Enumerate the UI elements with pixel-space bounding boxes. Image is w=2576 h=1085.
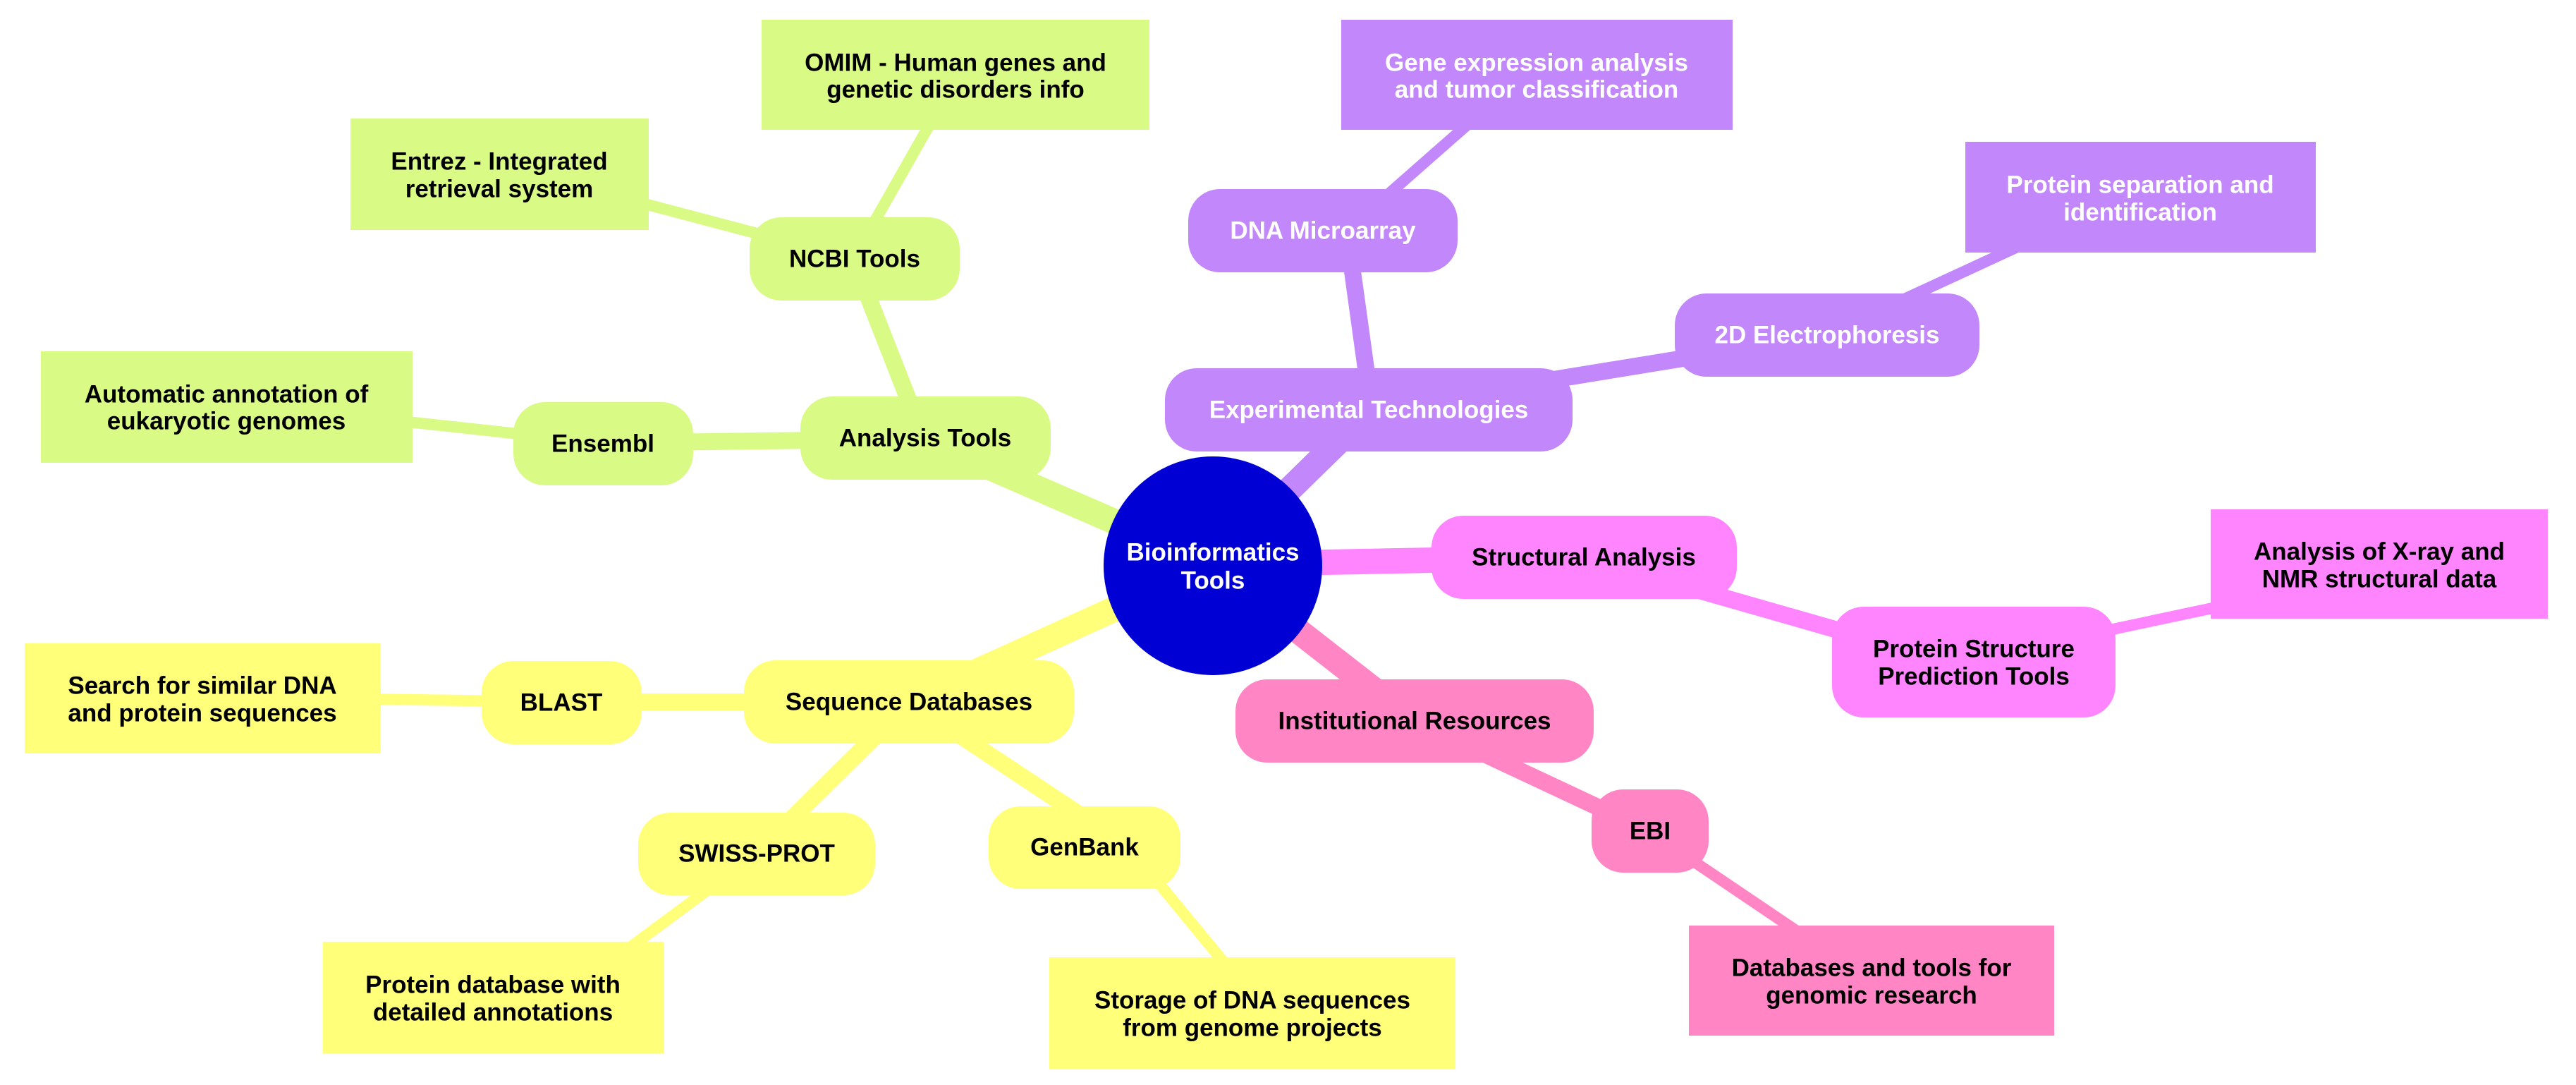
microarray-desc-line2: and tumor classification xyxy=(1395,76,1679,104)
institutional-resources-label: Institutional Resources xyxy=(1278,708,1551,735)
description-boxes: OMIM - Human genes and genetic disorders… xyxy=(25,20,2548,1069)
ensembl-desc-line2: eukaryotic genomes xyxy=(107,408,346,435)
rounded-nodes: Analysis Tools NCBI Tools Ensembl Sequen… xyxy=(482,189,2116,895)
node-dna-microarray: DNA Microarray xyxy=(1188,189,1458,272)
ebi-desc-line1: Databases and tools for xyxy=(1732,954,2012,982)
analysis-tools-label: Analysis Tools xyxy=(839,425,1011,452)
node-blast: BLAST xyxy=(482,661,642,744)
electrophoresis-desc-line1: Protein separation and xyxy=(2006,171,2273,199)
node-structural-analysis: Structural Analysis xyxy=(1432,516,1737,599)
2d-electrophoresis-label: 2D Electrophoresis xyxy=(1715,322,1940,349)
node-sequence-databases: Sequence Databases xyxy=(744,660,1074,744)
omim-line1: OMIM - Human genes and xyxy=(805,49,1106,77)
electrophoresis-desc-line2: identification xyxy=(2063,199,2217,226)
node-experimental-technologies: Experimental Technologies xyxy=(1165,368,1573,451)
entrez-line1: Entrez - Integrated xyxy=(391,148,607,176)
genbank-desc-box: Storage of DNA sequences from genome pro… xyxy=(1049,957,1455,1069)
blast-desc-line2: and protein sequences xyxy=(68,700,336,727)
center-line1: Bioinformatics xyxy=(1126,539,1299,566)
ensembl-label: Ensembl xyxy=(551,430,654,458)
ncbi-tools-label: NCBI Tools xyxy=(789,246,920,273)
experimental-technologies-label: Experimental Technologies xyxy=(1209,396,1529,424)
ebi-desc-line2: genomic research xyxy=(1766,982,1977,1010)
genbank-desc-line2: from genome projects xyxy=(1123,1014,1382,1042)
genbank-label: GenBank xyxy=(1030,834,1139,861)
center-node: Bioinformatics Tools xyxy=(1104,456,1322,675)
prediction-line2: Prediction Tools xyxy=(1878,663,2070,691)
node-swissprot: SWISS-PROT xyxy=(638,813,875,895)
node-2d-electrophoresis: 2D Electrophoresis xyxy=(1675,293,1979,377)
swissprot-desc-line1: Protein database with xyxy=(365,971,621,999)
blast-desc-line1: Search for similar DNA xyxy=(68,672,336,700)
swissprot-desc-box: Protein database with detailed annotatio… xyxy=(323,942,664,1053)
ensembl-desc-box: Automatic annotation of eukaryotic genom… xyxy=(41,351,413,463)
prediction-line1: Protein Structure xyxy=(1873,636,2075,663)
structural-analysis-label: Structural Analysis xyxy=(1472,544,1696,571)
node-ncbi-tools: NCBI Tools xyxy=(750,217,960,301)
electrophoresis-desc-box: Protein separation and identification xyxy=(1965,142,2316,253)
node-ensembl: Ensembl xyxy=(513,402,693,485)
node-genbank: GenBank xyxy=(989,806,1180,889)
node-institutional-resources: Institutional Resources xyxy=(1235,679,1594,763)
blast-desc-box: Search for similar DNA and protein seque… xyxy=(25,643,381,753)
dna-microarray-label: DNA Microarray xyxy=(1230,217,1416,245)
entrez-line2: retrieval system xyxy=(405,176,594,203)
ebi-desc-box: Databases and tools for genomic research xyxy=(1689,926,2054,1036)
omim-line2: genetic disorders info xyxy=(826,76,1085,104)
microarray-desc-box: Gene expression analysis and tumor class… xyxy=(1341,20,1733,130)
ensembl-desc-line1: Automatic annotation of xyxy=(85,381,369,408)
swissprot-desc-line2: detailed annotations xyxy=(373,999,613,1026)
blast-label: BLAST xyxy=(520,689,603,717)
node-ebi: EBI xyxy=(1592,789,1709,873)
prediction-desc-box: Analysis of X-ray and NMR structural dat… xyxy=(2211,509,2548,619)
node-protein-structure-prediction: Protein Structure Prediction Tools xyxy=(1832,607,2116,717)
entrez-box: Entrez - Integrated retrieval system xyxy=(350,119,649,230)
genbank-desc-line1: Storage of DNA sequences xyxy=(1094,987,1410,1014)
node-analysis-tools: Analysis Tools xyxy=(800,396,1051,480)
prediction-desc-line2: NMR structural data xyxy=(2262,566,2497,593)
prediction-desc-line1: Analysis of X-ray and xyxy=(2254,538,2505,566)
microarray-desc-line1: Gene expression analysis xyxy=(1385,49,1688,77)
omim-box: OMIM - Human genes and genetic disorders… xyxy=(762,20,1149,130)
swissprot-label: SWISS-PROT xyxy=(678,840,835,868)
center-line2: Tools xyxy=(1181,567,1245,595)
sequence-databases-label: Sequence Databases xyxy=(786,689,1032,716)
ebi-label: EBI xyxy=(1630,818,1671,845)
